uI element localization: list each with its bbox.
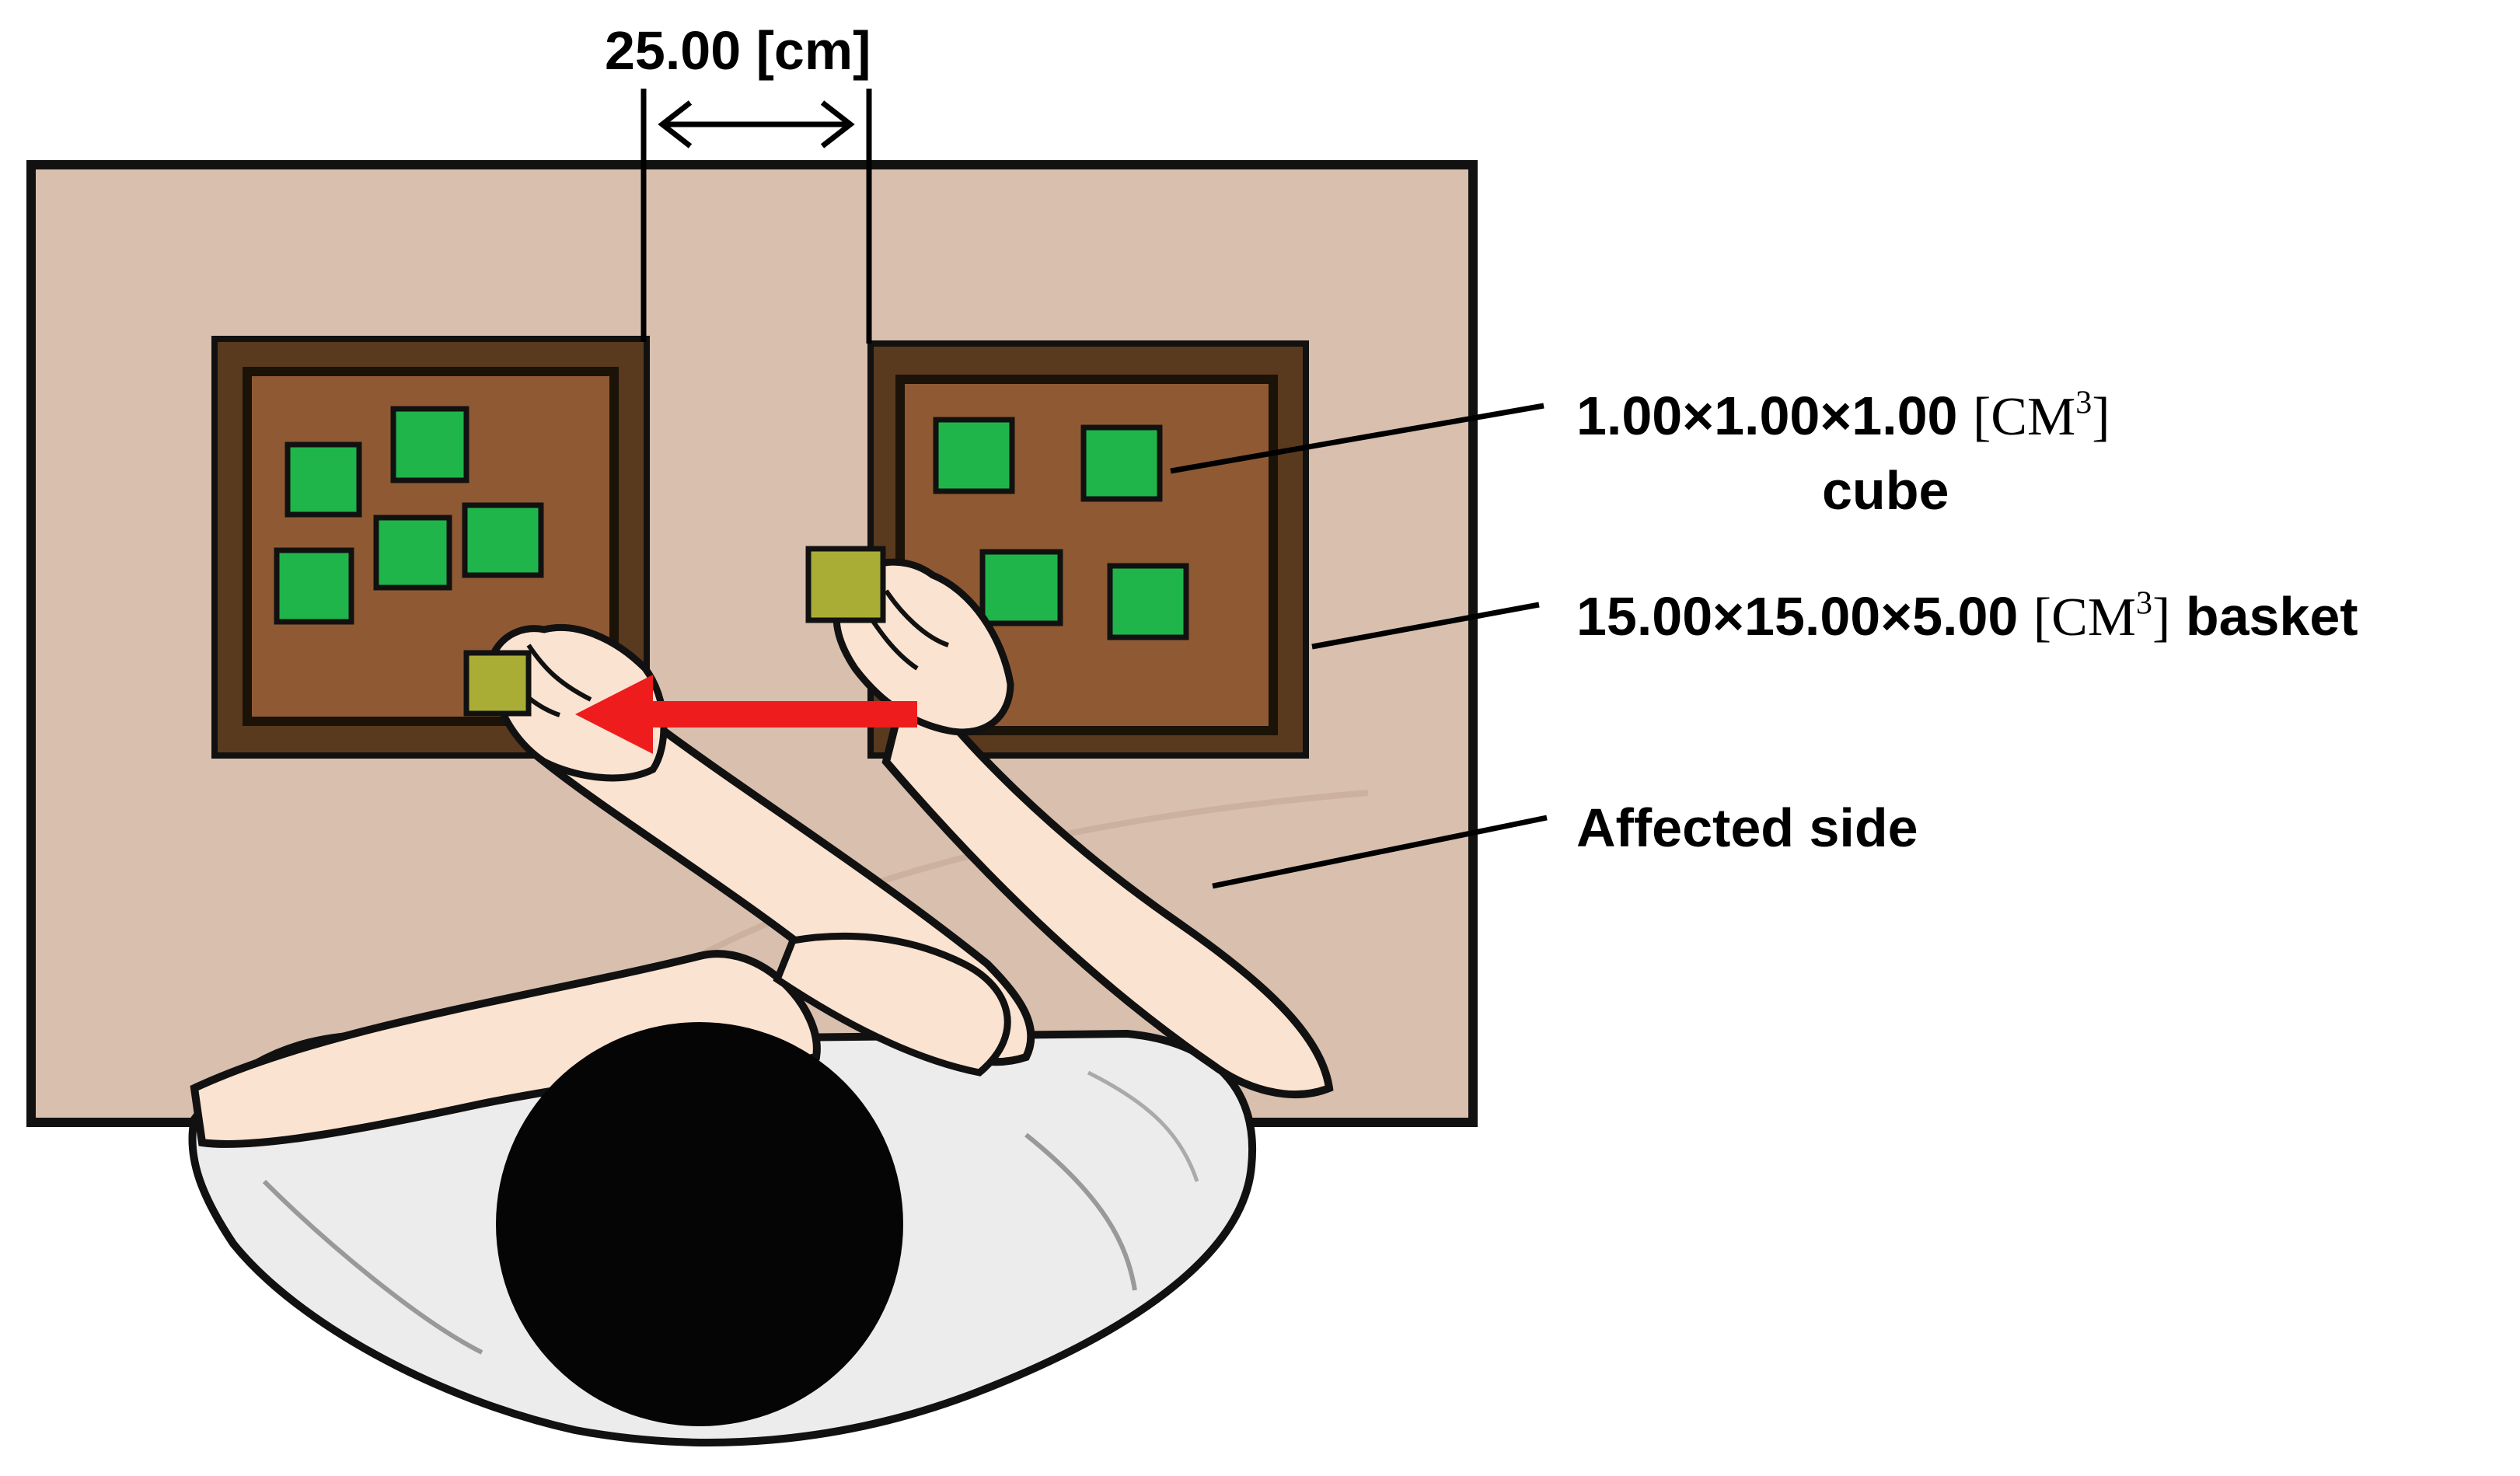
cube-label: 1.00×1.00×1.00 [CM3] xyxy=(1576,385,2110,447)
cube-held-right xyxy=(805,546,886,623)
basket-label: 15.00×15.00×5.00 [CM3] basket xyxy=(1576,585,2358,647)
upper-arm-right xyxy=(773,932,1011,1076)
dimension-lines xyxy=(640,89,872,344)
cube xyxy=(284,441,362,518)
dimension-value: 25.00 xyxy=(605,20,742,81)
cube-name: cube xyxy=(1822,460,1949,521)
cube xyxy=(373,515,452,591)
cube xyxy=(933,417,1015,494)
leader-basket xyxy=(1311,602,1540,650)
arm-right xyxy=(881,658,1334,1098)
head xyxy=(496,1022,903,1426)
leader-affected-side xyxy=(1212,815,1548,889)
cubes-left xyxy=(274,406,544,625)
cube xyxy=(1107,563,1189,640)
cube-unit: [CM3] xyxy=(1972,385,2110,447)
cube xyxy=(1080,424,1163,502)
leader-lines xyxy=(1170,403,1548,889)
person xyxy=(188,558,1334,1446)
leader-cube xyxy=(1170,403,1544,474)
cube-dimensions: 1.00×1.00×1.00 xyxy=(1576,386,1958,446)
arm-left xyxy=(190,950,821,1148)
double-arrow-icon xyxy=(658,100,855,148)
cubes-right xyxy=(933,417,1189,640)
cube xyxy=(462,502,544,578)
red-arrow-icon xyxy=(575,675,917,754)
dimension-label: 25.00 [cm] xyxy=(605,23,871,78)
cube-held-left xyxy=(463,650,532,717)
basket-dimensions: 15.00×15.00×5.00 xyxy=(1576,586,2019,647)
cube xyxy=(274,547,354,625)
basket-unit: [CM3] xyxy=(2033,585,2171,647)
cube xyxy=(979,549,1063,626)
dimension-unit: [cm] xyxy=(756,20,871,81)
basket-name: basket xyxy=(2185,586,2358,647)
affected-side-label: Affected side xyxy=(1576,797,1918,858)
cube xyxy=(390,406,469,483)
